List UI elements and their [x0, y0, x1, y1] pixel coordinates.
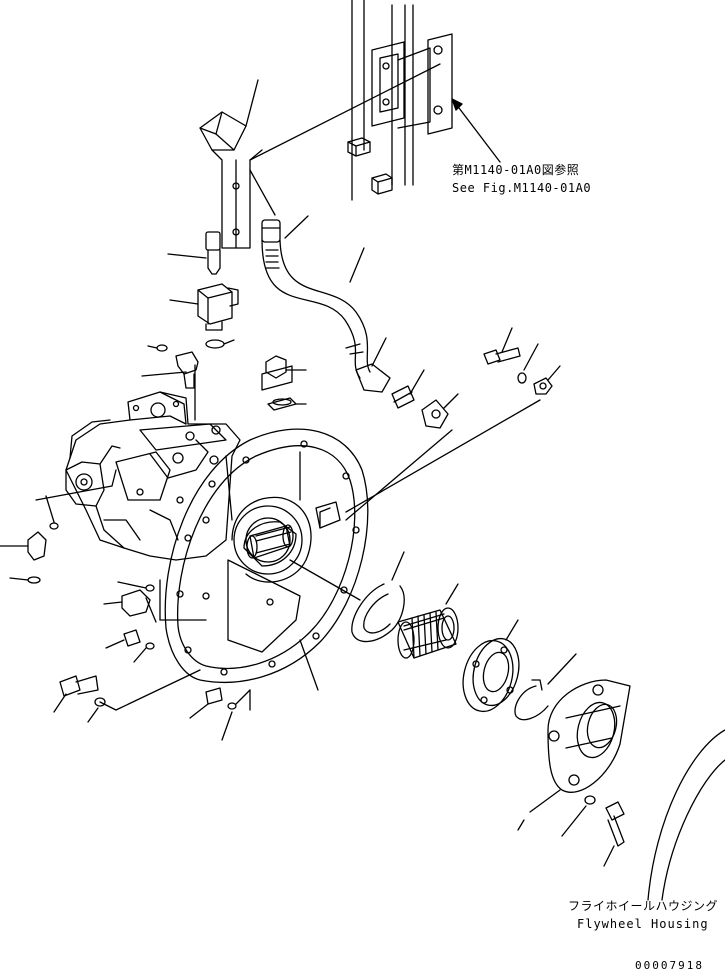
fitting-parts-right — [392, 328, 560, 428]
fitting-parts-lower-left — [0, 470, 250, 740]
fitting-parts-upper-left — [142, 232, 238, 420]
frame-bracket-assembly — [348, 0, 452, 200]
flywheel-housing-label-english: Flywheel Housing — [577, 917, 709, 931]
breather-plug — [262, 356, 306, 410]
hydraulic-hose — [262, 216, 390, 392]
flywheel-housing-outline — [648, 730, 725, 900]
coupling-assembly — [352, 552, 630, 830]
cover-bolt-washer — [562, 796, 624, 866]
pump-mounting-flange — [165, 400, 540, 690]
reference-arrow — [452, 99, 500, 162]
hydraulic-pump-body — [66, 392, 240, 560]
reference-label-japanese: 第M1140-01A0図参照 — [452, 163, 580, 177]
flywheel-housing-label-japanese: フライホイールハウジング — [568, 899, 719, 913]
drawing-number: 00007918 — [635, 959, 704, 972]
sensor-bracket — [200, 64, 440, 248]
reference-label-english: See Fig.M1140-01A0 — [452, 181, 592, 195]
